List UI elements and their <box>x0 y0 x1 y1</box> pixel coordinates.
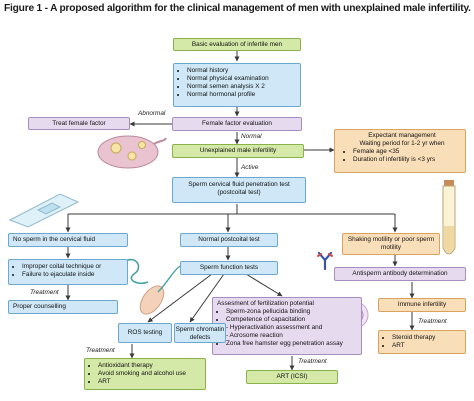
immune-infertility-box: Immune infertility <box>378 298 466 312</box>
list-item: Antioxidant therapy <box>98 362 205 370</box>
ros-testing-text: ROS testing <box>127 329 163 336</box>
female-factor-evaluation-text: Female factor evaluation <box>202 120 272 127</box>
no-sperm-text: No sperm in the cervical fluid <box>13 236 96 243</box>
antisperm-antibody-box: Antisperm antibody determination <box>334 267 466 281</box>
expectant-subtitle: Waiting period for 1-2 yr when <box>359 140 445 147</box>
test-tube-illustration <box>442 180 456 255</box>
postcoital-test-box: Sperm cervical fluid penetration test (p… <box>172 177 306 203</box>
list-item: ART <box>98 378 205 386</box>
expectant-management-box: Expectant management Waiting period for … <box>334 129 466 173</box>
sperm-chromatin-box: Sperm chromatin defects <box>174 323 226 343</box>
microscope-slide-illustration <box>8 193 80 228</box>
expectant-title: Expectant management <box>368 132 436 139</box>
sperm-illustration <box>123 258 181 315</box>
unexplained-infertility-text: Unexplained male infertility <box>199 147 277 154</box>
normal-postcoital-box: Normal postcoital test <box>180 233 278 247</box>
list-item: Failure to ejaculate inside <box>22 271 127 279</box>
list-item: - Acrosome reaction <box>226 332 283 339</box>
fertilization-potential-box: Assesment of fertilization potential Spe… <box>212 297 362 355</box>
normal-label: Normal <box>241 133 262 140</box>
sperm-function-text: Sperm function tests <box>199 264 259 271</box>
treatment-label-immune: Treatment <box>418 318 447 325</box>
shaking-motility-box: Shaking motility or poor sperm motility <box>342 233 440 255</box>
treatment-label-antioxidant: Treatment <box>86 347 115 354</box>
treat-female-factor-text: Treat female factor <box>52 120 106 127</box>
improper-coital-box: Improper coital technique or Failure to … <box>8 259 128 285</box>
steroid-therapy-box: Steroid therapy ART <box>378 330 466 354</box>
normal-postcoital-text: Normal postcoital test <box>198 236 260 243</box>
list-item: Duration of infertility is <3 yrs <box>353 156 465 164</box>
list-item: Steroid therapy <box>392 334 465 342</box>
normal-findings-box: Normal history Normal physical examinati… <box>173 63 301 107</box>
sperm-chromatin-text: Sperm chromatin defects <box>175 326 225 341</box>
abnormal-label: Abnormal <box>138 110 166 117</box>
postcoital-line-2: (postcoital test) <box>217 189 261 196</box>
treatment-label-art: Treatment <box>298 358 327 365</box>
list-item: Sperm-zona pellucida binding <box>226 308 361 316</box>
list-item: Zona free hamster egg penetration assay <box>226 340 361 348</box>
art-icsi-text: ART (ICSI) <box>276 373 308 380</box>
basic-evaluation-text: Basic evaluation of infertile men <box>191 41 283 48</box>
treat-female-factor-box: Treat female factor <box>28 117 130 130</box>
list-item: Normal semen analysis X 2 <box>187 83 300 91</box>
list-item: - Hyperactivation assessment and <box>226 324 323 331</box>
list-item: Avoid smoking and alcohol use <box>98 370 205 378</box>
antisperm-antibody-text: Antisperm antibody determination <box>352 270 448 277</box>
basic-evaluation-box: Basic evaluation of infertile men <box>173 38 301 51</box>
treatment-label-counselling: Treatment <box>30 289 59 296</box>
proper-counselling-box: Proper counselling <box>8 300 118 314</box>
art-icsi-box: ART (ICSI) <box>246 370 338 384</box>
sperm-function-box: Sperm function tests <box>180 261 278 275</box>
fertilization-title: Assesment of fertilization potential <box>217 300 314 307</box>
active-label: Active <box>241 164 259 171</box>
proper-counselling-text: Proper counselling <box>13 303 66 310</box>
ros-testing-box: ROS testing <box>118 323 172 343</box>
no-sperm-box: No sperm in the cervical fluid <box>8 233 128 247</box>
antioxidant-therapy-box: Antioxidant therapy Avoid smoking and al… <box>84 358 206 390</box>
list-item: Normal history <box>187 67 300 75</box>
antibody-icon <box>317 251 333 270</box>
female-factor-evaluation-box: Female factor evaluation <box>172 117 302 131</box>
shaking-motility-text: Shaking motility or poor sperm motility <box>347 236 435 251</box>
figure-title: Figure 1 - A proposed algorithm for the … <box>4 3 471 14</box>
list-item: Female age <35 <box>353 148 465 156</box>
list-item: Normal hormonal profile <box>187 91 300 99</box>
immune-infertility-text: Immune infertility <box>397 301 447 308</box>
list-item: Competence of capacitation <box>226 316 361 324</box>
list-item: Improper coital technique or <box>22 263 127 271</box>
ovary-illustration <box>97 135 167 169</box>
unexplained-infertility-box: Unexplained male infertility <box>172 144 304 158</box>
list-item: Normal physical examination <box>187 75 300 83</box>
postcoital-line-1: Sperm cervical fluid penetration test <box>188 181 290 188</box>
list-item: ART <box>392 342 465 350</box>
